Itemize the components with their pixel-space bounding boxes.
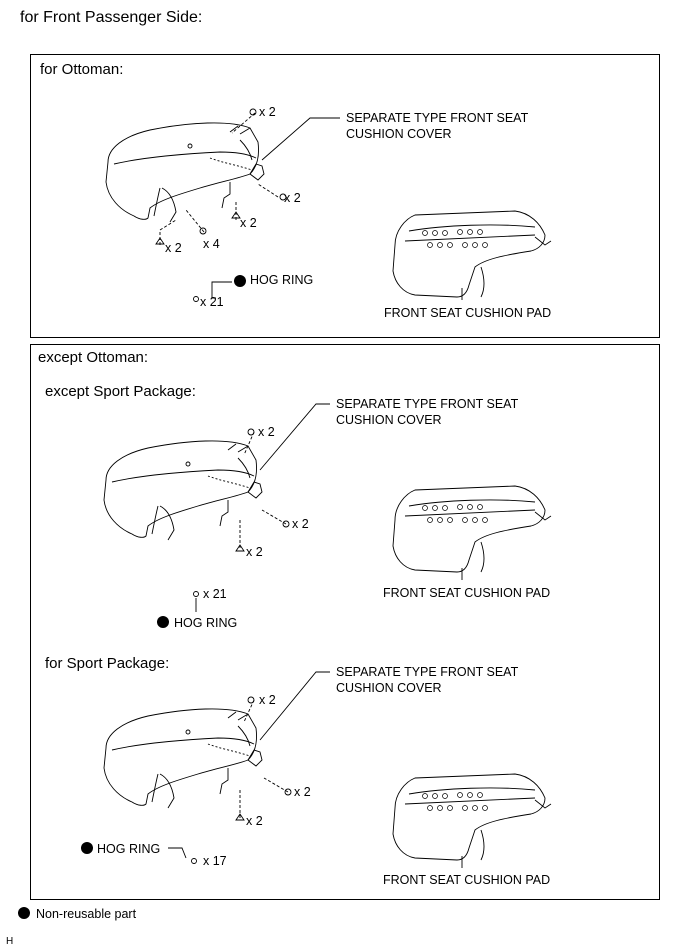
count-clip-top: x 2 [259,105,276,119]
count-clip-right: x 2 [292,517,309,531]
non-reusable-dot [234,275,246,287]
ottoman-frame [30,54,660,338]
cover-label-line1: SEPARATE TYPE FRONT SEAT [336,397,519,411]
pad-label: FRONT SEAT CUSHION PAD [383,586,551,600]
count-hog-ring: x 21 [203,587,227,601]
legend-dot [18,907,30,919]
except-ottoman-frame [30,344,660,900]
page-title: for Front Passenger Side: [20,9,203,26]
cover-label-line2: CUSHION COVER [336,413,442,427]
pad-label: FRONT SEAT CUSHION PAD [384,306,552,320]
cover-label-line1: SEPARATE TYPE FRONT SEAT [346,111,529,125]
sport-heading: for Sport Package: [45,655,170,672]
pad-label: FRONT SEAT CUSHION PAD [383,873,551,887]
hog-ring-label: HOG RING [250,273,314,287]
count-clip-top: x 2 [258,425,275,439]
count-hog-ring: x 21 [200,295,224,309]
corner-mark: H [6,936,14,947]
except-ottoman-heading: except Ottoman: [38,349,149,366]
count-hog-ring: x 17 [203,854,227,868]
non-reusable-dot [157,616,169,628]
legend-label: Non-reusable part [36,907,137,921]
cover-label-line1: SEPARATE TYPE FRONT SEAT [336,665,519,679]
hog-ring-label: HOG RING [97,842,161,856]
except-sport-heading: except Sport Package: [45,383,196,400]
count-nut-left: x 2 [165,241,182,255]
count-clip-right: x 2 [284,191,301,205]
non-reusable-dot [81,842,93,854]
count-clip-right: x 2 [294,785,311,799]
count-clip-top: x 2 [259,693,276,707]
cover-label-line2: CUSHION COVER [346,127,452,141]
count-nut: x 2 [246,814,263,828]
count-clip-bottom: x 4 [203,237,220,251]
count-nut-center: x 2 [240,216,257,230]
count-nut: x 2 [246,545,263,559]
cover-label-line2: CUSHION COVER [336,681,442,695]
hog-ring-label: HOG RING [174,616,238,630]
ottoman-heading: for Ottoman: [40,61,124,78]
